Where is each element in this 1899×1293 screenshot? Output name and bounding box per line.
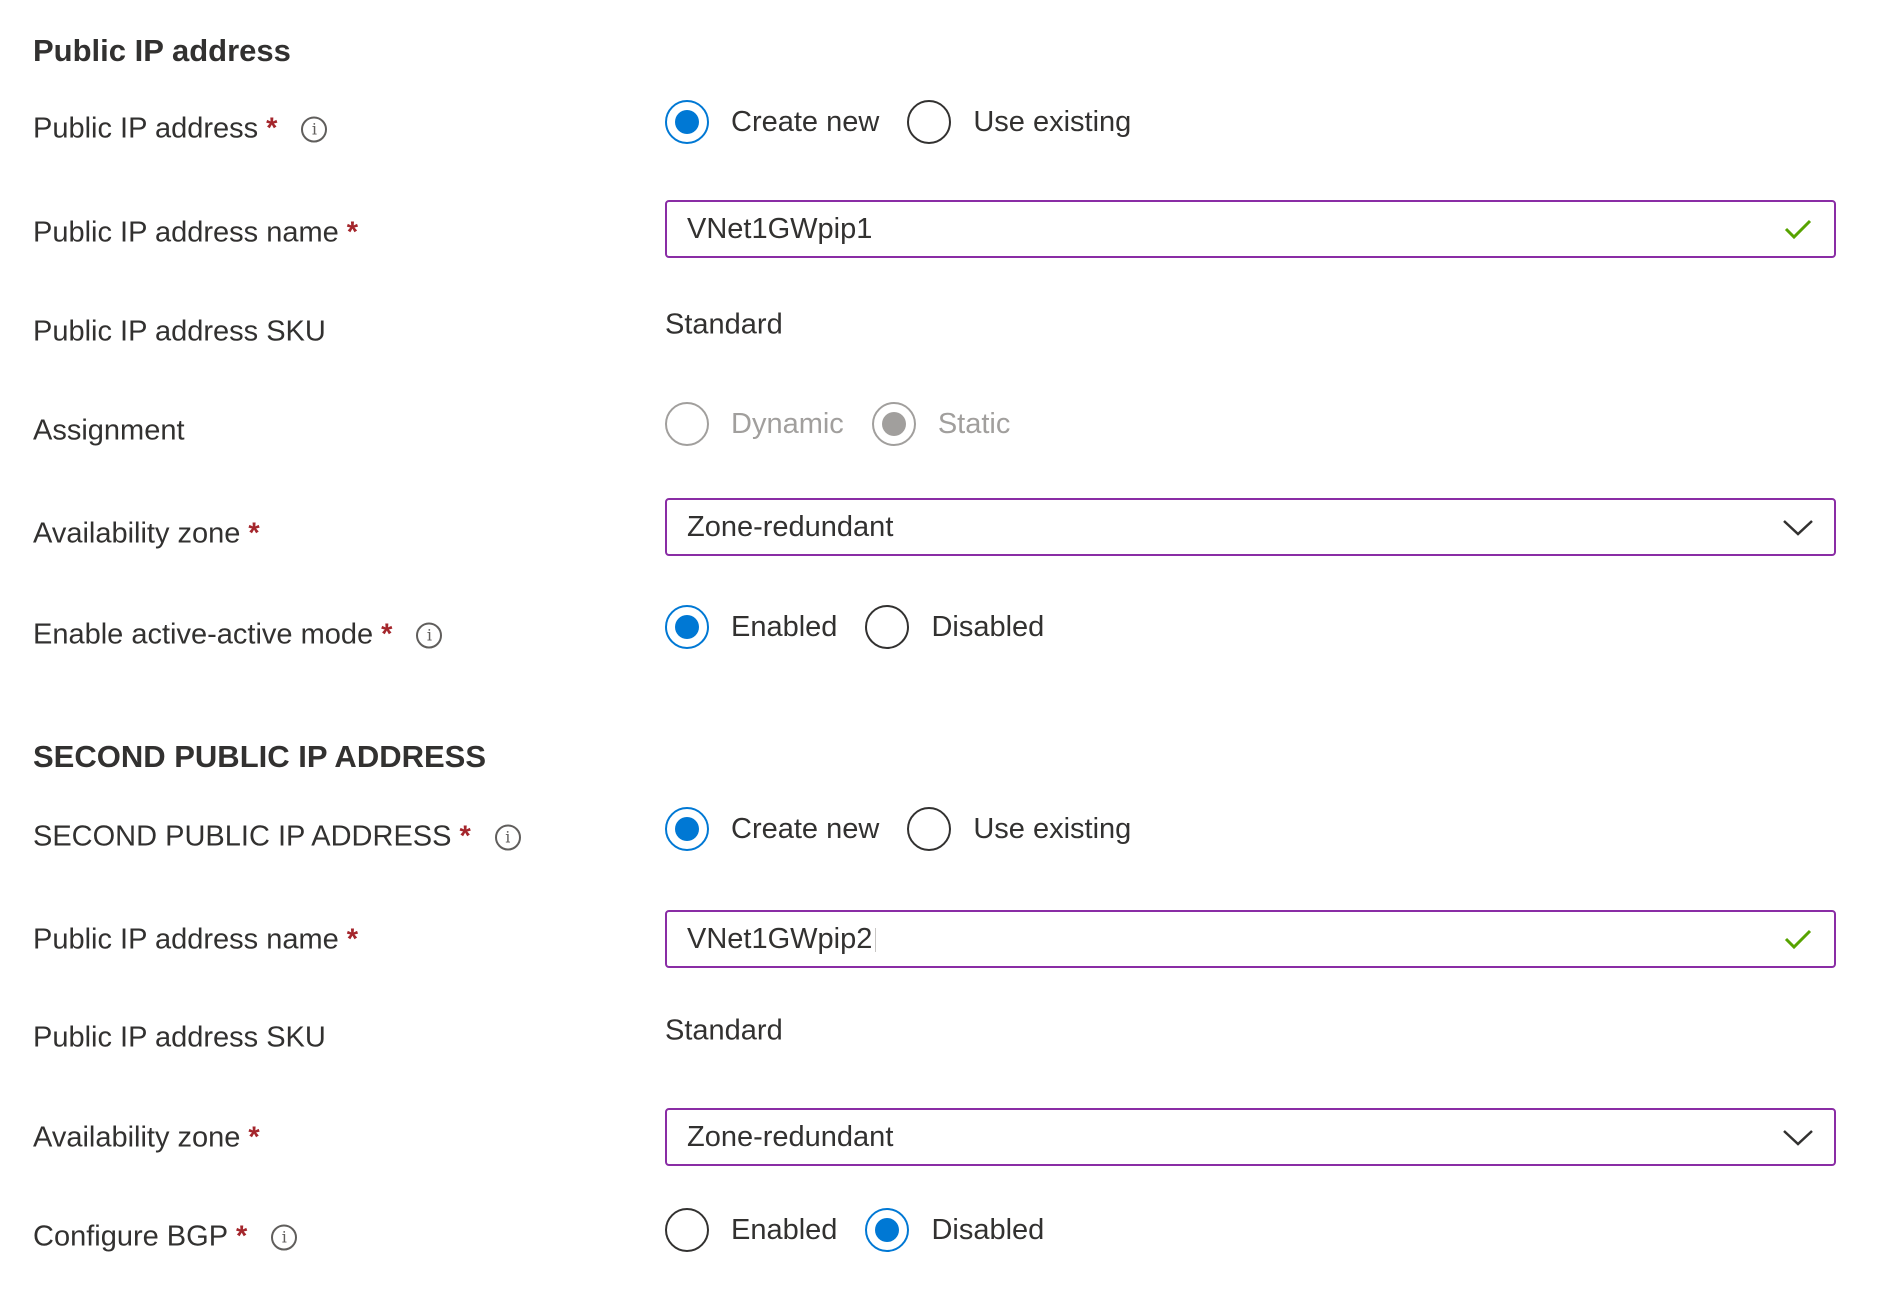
section-title-public-ip: Public IP address xyxy=(33,33,291,68)
ip-name-2-label-text: Public IP address name xyxy=(33,923,339,956)
required-asterisk: * xyxy=(236,1220,248,1253)
radio-disabled[interactable]: Disabled xyxy=(865,1208,1044,1252)
availability-zone-2-label: Availability zone * xyxy=(33,1122,260,1155)
radio-label: Use existing xyxy=(973,812,1132,845)
radio-static: Static xyxy=(871,402,1011,446)
sku-2-value: Standard xyxy=(665,1014,783,1047)
ip-name-2-input-wrap[interactable]: VNet1GWpip2 xyxy=(687,923,1778,956)
radio-unchecked-icon[interactable] xyxy=(665,1208,709,1252)
availability-zone-label-text: Availability zone xyxy=(33,517,241,550)
radio-unchecked-icon[interactable] xyxy=(865,605,910,649)
radio-label: Disabled xyxy=(931,610,1045,643)
radio-create-new[interactable]: Create new xyxy=(665,100,879,144)
radio-create-new[interactable]: Create new xyxy=(665,807,879,851)
radio-unchecked-icon[interactable] xyxy=(907,807,952,851)
availability-zone-2-dropdown[interactable]: Zone-redundant xyxy=(665,1108,1836,1166)
ip-name-2-input-value[interactable]: VNet1GWpip2 xyxy=(687,922,873,955)
radio-disabled[interactable]: Disabled xyxy=(865,605,1044,649)
required-asterisk: * xyxy=(459,820,471,853)
public-ip-radio-group: Create new Use existing xyxy=(665,100,1159,144)
assignment-label-text: Assignment xyxy=(33,414,185,447)
sku-label-text: Public IP address SKU xyxy=(33,315,326,348)
radio-label: Create new xyxy=(731,105,880,138)
chevron-down-icon[interactable] xyxy=(1778,507,1818,547)
radio-enabled[interactable]: Enabled xyxy=(665,1208,837,1252)
section-title-second-public-ip: SECOND PUBLIC IP ADDRESS xyxy=(33,739,487,774)
bgp-label: Configure BGP * i xyxy=(33,1220,298,1254)
radio-use-existing[interactable]: Use existing xyxy=(907,100,1131,144)
radio-use-existing[interactable]: Use existing xyxy=(907,807,1131,851)
ip-name-input-value[interactable]: VNet1GWpip1 xyxy=(687,212,873,245)
sku-2-label: Public IP address SKU xyxy=(33,1022,326,1055)
radio-checked-icon[interactable] xyxy=(665,605,709,649)
bgp-radio-group: Enabled Disabled xyxy=(665,1208,1072,1252)
bgp-label-text: Configure BGP xyxy=(33,1220,229,1253)
radio-checked-icon[interactable] xyxy=(665,100,709,144)
radio-label: Disabled xyxy=(931,1213,1045,1246)
availability-zone-2-label-text: Availability zone xyxy=(33,1121,241,1154)
radio-label: Enabled xyxy=(731,610,838,643)
radio-label: Dynamic xyxy=(731,407,844,440)
text-cursor xyxy=(875,927,877,952)
required-asterisk: * xyxy=(346,923,359,956)
second-ip-radio-group: Create new Use existing xyxy=(665,807,1159,851)
second-ip-label: SECOND PUBLIC IP ADDRESS * i xyxy=(33,821,521,854)
radio-checked-icon xyxy=(871,402,916,446)
required-asterisk: * xyxy=(248,517,260,550)
checkmark-icon xyxy=(1784,929,1812,950)
sku-label: Public IP address SKU xyxy=(33,316,326,349)
required-asterisk: * xyxy=(346,216,359,249)
availability-zone-dropdown[interactable]: Zone-redundant xyxy=(665,498,1836,556)
sku-2-label-text: Public IP address SKU xyxy=(33,1021,326,1054)
radio-checked-icon[interactable] xyxy=(665,807,709,851)
availability-zone-2-selected[interactable]: Zone-redundant xyxy=(687,1120,894,1153)
info-icon[interactable]: i xyxy=(271,1224,298,1250)
active-active-label-text: Enable active-active mode xyxy=(33,618,374,651)
required-asterisk: * xyxy=(266,112,278,145)
info-icon[interactable]: i xyxy=(301,116,328,142)
assignment-radio-group: Dynamic Static xyxy=(665,402,1038,446)
radio-checked-icon[interactable] xyxy=(865,1208,910,1252)
radio-label: Enabled xyxy=(731,1213,838,1246)
second-ip-label-text: SECOND PUBLIC IP ADDRESS xyxy=(33,820,452,853)
radio-label: Static xyxy=(937,407,1011,440)
chevron-down-icon[interactable] xyxy=(1778,1117,1818,1157)
active-active-radio-group: Enabled Disabled xyxy=(665,605,1072,649)
sku-value: Standard xyxy=(665,308,783,341)
public-ip-label-text: Public IP address xyxy=(33,112,259,145)
ip-name-label-text: Public IP address name xyxy=(33,216,339,249)
public-ip-label: Public IP address * i xyxy=(33,112,328,146)
ip-name-2-label: Public IP address name * xyxy=(33,924,358,957)
ip-name-input[interactable]: VNet1GWpip1 xyxy=(665,200,1836,258)
info-icon[interactable]: i xyxy=(416,622,443,648)
availability-zone-selected[interactable]: Zone-redundant xyxy=(687,510,894,543)
info-icon[interactable]: i xyxy=(494,824,521,850)
availability-zone-label: Availability zone * xyxy=(33,518,260,551)
active-active-label: Enable active-active mode * i xyxy=(33,618,443,652)
required-asterisk: * xyxy=(381,618,393,651)
assignment-label: Assignment xyxy=(33,415,185,448)
ip-name-label: Public IP address name * xyxy=(33,217,358,250)
radio-label: Use existing xyxy=(973,105,1132,138)
radio-unchecked-icon[interactable] xyxy=(907,100,952,144)
ip-name-2-input[interactable]: VNet1GWpip2 xyxy=(665,910,1836,968)
radio-unchecked-icon xyxy=(665,402,709,446)
radio-enabled[interactable]: Enabled xyxy=(665,605,837,649)
checkmark-icon xyxy=(1784,219,1812,240)
required-asterisk: * xyxy=(248,1121,260,1154)
radio-label: Create new xyxy=(731,812,880,845)
radio-dynamic: Dynamic xyxy=(665,402,844,446)
